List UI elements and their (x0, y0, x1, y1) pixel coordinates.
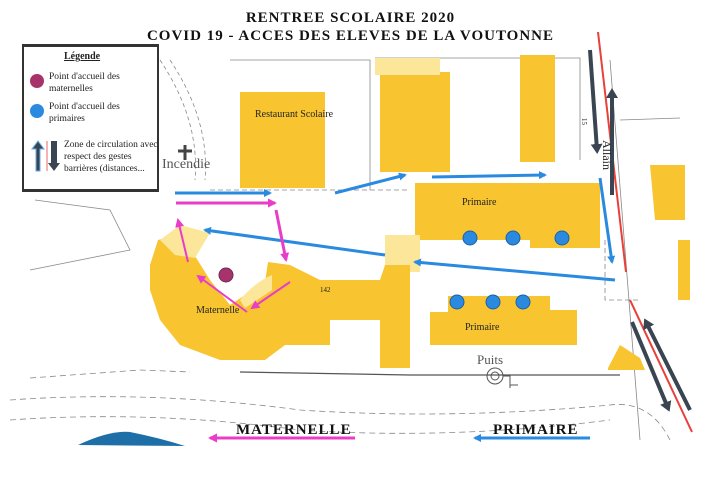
building-top-right (520, 55, 555, 162)
up-down-arrows-icon (31, 140, 60, 172)
maternelle-routes (175, 198, 291, 313)
legend: Légende Point d'accueil des maternelles … (22, 44, 159, 192)
hydrant-icon (178, 145, 192, 160)
building-right (650, 165, 685, 220)
welcome-points (218, 230, 570, 310)
label-incendie: Incendie (162, 157, 210, 172)
buildings (78, 55, 690, 446)
primaire-welcome-point (515, 294, 531, 310)
blue-dot-icon (30, 104, 44, 118)
primaire-bottom-building (430, 296, 577, 345)
label-maternelle-access: MATERNELLE (236, 422, 352, 438)
label-maternelle: Maternelle (196, 305, 240, 316)
legend-title: Légende (64, 51, 101, 62)
title-line-1: RENTREE SCOLAIRE 2020 (245, 10, 456, 26)
circulation-zones (588, 31, 693, 433)
primaire-top-building (415, 183, 600, 248)
legend-item-primaires: Point d'accueil des primaires (30, 101, 149, 125)
label-building-number: 142 (320, 286, 331, 294)
label-parcel: 15 (580, 118, 588, 126)
legend-item-maternelles: Point d'accueil des maternelles (30, 71, 149, 95)
label-restaurant: Restaurant Scolaire (255, 109, 334, 120)
magenta-dot-icon (30, 74, 44, 88)
primaire-welcome-point (449, 294, 465, 310)
legend-item-circulation: Zone de circulation avec respect des ges… (30, 139, 159, 175)
label-primaire-access: PRIMAIRE (493, 422, 579, 438)
label-puits: Puits (477, 352, 503, 367)
primaire-welcome-point (462, 230, 478, 246)
title-line-2: COVID 19 - ACCES DES ELEVES DE LA VOUTON… (146, 28, 555, 44)
well-icon (486, 367, 518, 388)
primaire-welcome-point (505, 230, 521, 246)
label-primaire-bottom: Primaire (465, 322, 500, 333)
primaire-welcome-point (554, 230, 570, 246)
maternelle-building (150, 235, 410, 368)
label-road: Allain (600, 140, 614, 170)
maternelle-welcome-point (218, 267, 234, 283)
primary-routes (175, 171, 616, 443)
building-top-middle (380, 58, 450, 172)
site-outlines (9, 57, 681, 441)
label-primaire-top: Primaire (462, 197, 497, 208)
primaire-welcome-point (485, 294, 501, 310)
restaurant-building (240, 92, 325, 188)
water-feature (78, 431, 185, 446)
